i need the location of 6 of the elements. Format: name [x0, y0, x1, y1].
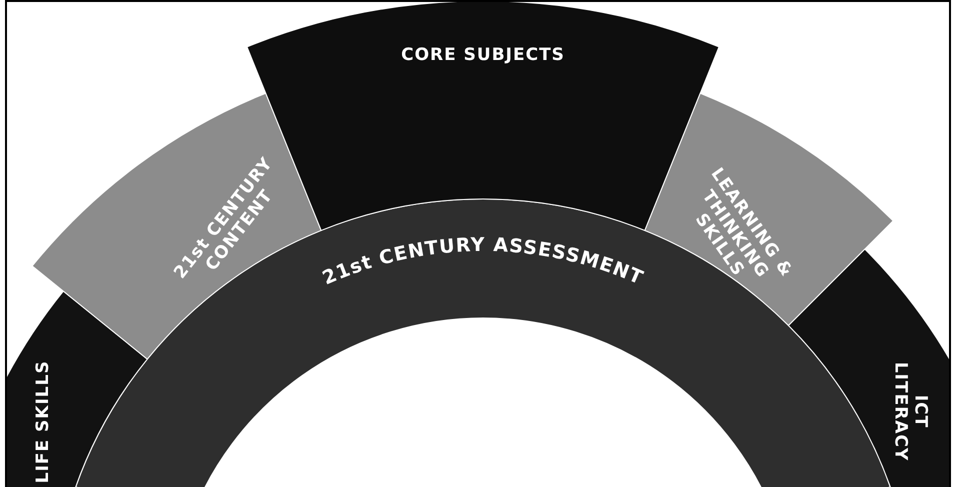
segment-label: LIFE SKILLS [34, 359, 54, 486]
ring-segment [32, 92, 322, 360]
ring-segment [7, 290, 148, 487]
segment-label: CORE SUBJECTS [400, 46, 566, 66]
ring-segment [644, 92, 894, 326]
segment-label: ICT LITERACY [890, 360, 930, 464]
